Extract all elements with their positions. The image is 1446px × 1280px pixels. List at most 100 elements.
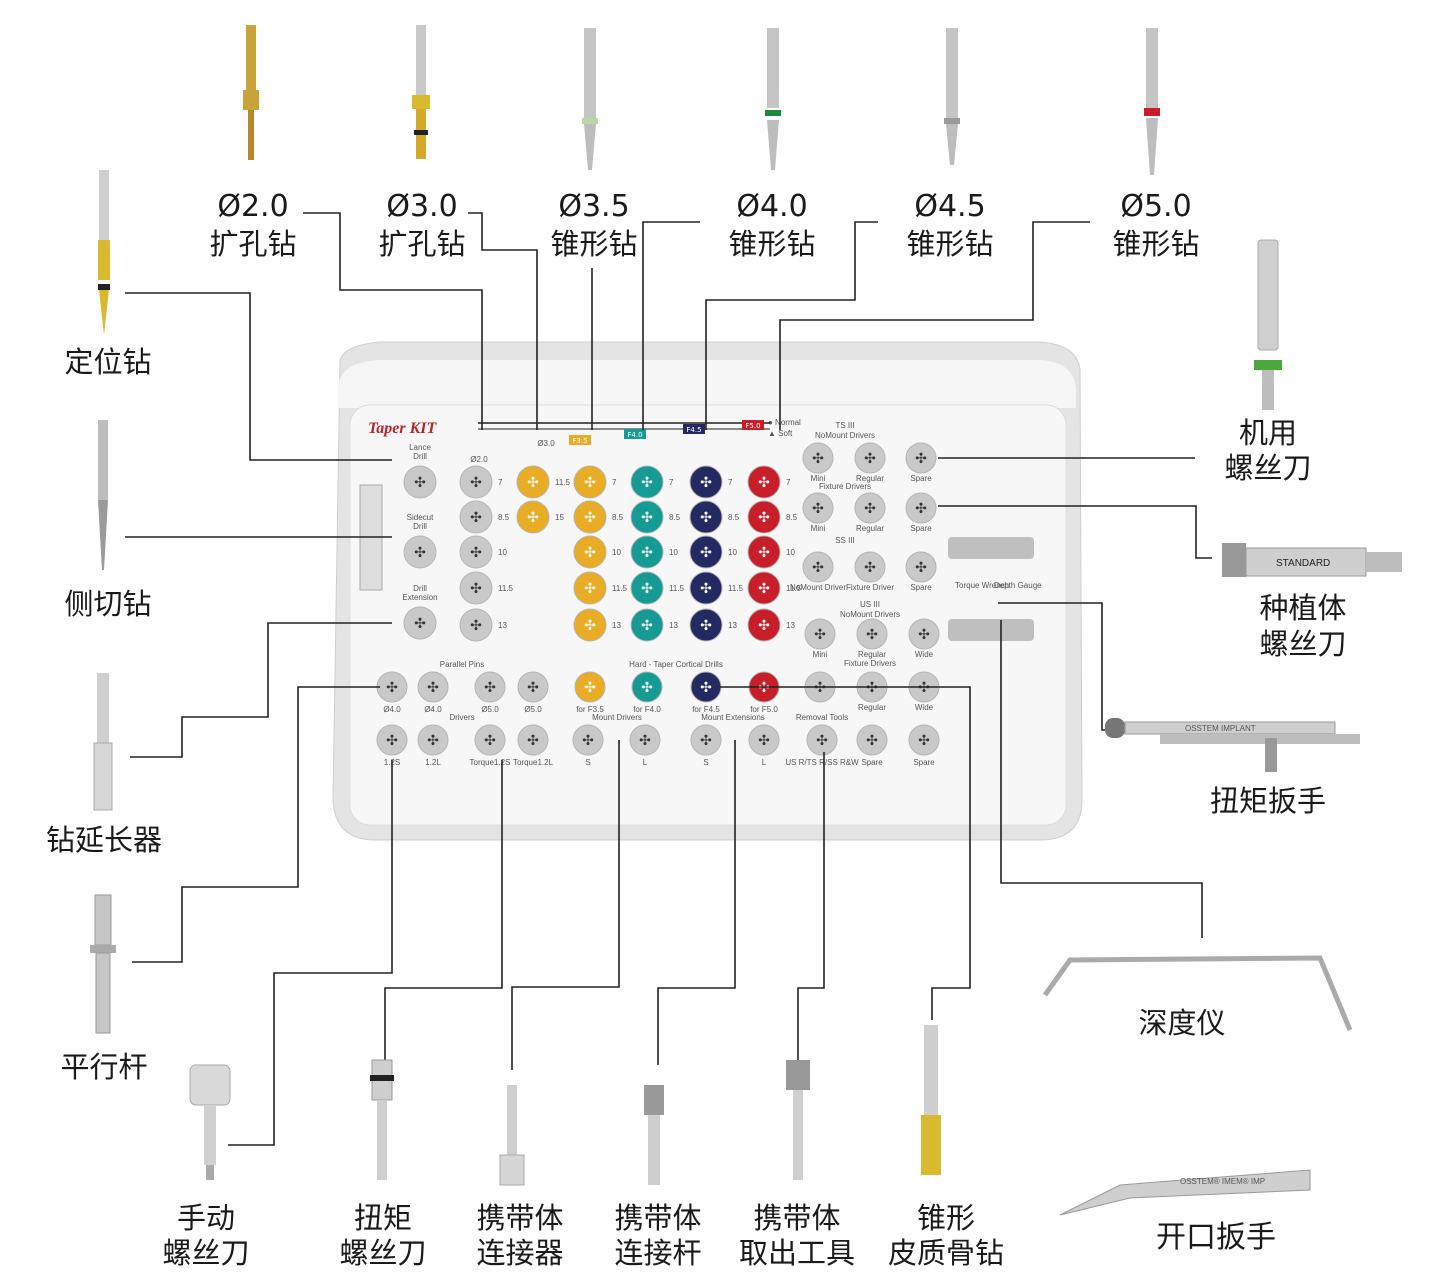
hand-driver-icon xyxy=(189,1064,231,1180)
mount-driver-label-0: S xyxy=(585,758,590,767)
left-slot-label-a-1: Sidecut xyxy=(407,513,434,522)
slot-c2-r0 xyxy=(573,465,607,499)
driver-label-1: 1.2L xyxy=(425,758,441,767)
drill-3-0-icon xyxy=(412,25,430,159)
cortical-2-mark: ✣ xyxy=(700,680,712,696)
drill-label-name-2: 锥形钻 xyxy=(550,227,637,261)
mount-ext-1 xyxy=(748,724,780,756)
len-c0-r4: 13 xyxy=(498,621,507,630)
len-c4-r3: 11.5 xyxy=(728,584,744,593)
slot-c0-r1 xyxy=(459,500,493,534)
sidecut-drill-icon xyxy=(98,420,108,570)
slot-c0-r3 xyxy=(459,571,493,605)
slot-c5-r3-mark: ✣ xyxy=(758,581,770,597)
ts-row1-1 xyxy=(854,442,886,474)
len-c3-r1: 8.5 xyxy=(669,513,681,522)
len-c2-r4: 13 xyxy=(612,621,621,630)
mount-ext-0-mark: ✣ xyxy=(700,733,712,749)
us-row1-2-mark: ✣ xyxy=(918,627,930,643)
drill-3-5-icon xyxy=(582,28,598,170)
ts-nomount-header: NoMount Drivers xyxy=(815,431,875,440)
driver-label-2: Torque1.2S xyxy=(470,758,511,767)
parallel-pin-label: 平行杆 xyxy=(60,1050,147,1084)
connector-lines xyxy=(125,212,1212,1146)
cortical-label-0: for F3.5 xyxy=(576,705,604,714)
us-row1-1 xyxy=(856,618,888,650)
slot-c4-r2 xyxy=(689,535,723,569)
left-slot-2 xyxy=(403,606,437,640)
cortical-label-2: for F4.5 xyxy=(692,705,720,714)
ss-row-1 xyxy=(854,551,886,583)
len-c0-r1: 8.5 xyxy=(498,513,510,522)
machine-driver-icon xyxy=(1254,239,1282,410)
cortical-0-mark: ✣ xyxy=(584,680,596,696)
us-row2-1-mark: ✣ xyxy=(866,680,878,696)
removal-tool-icon xyxy=(786,1060,810,1180)
cortical-1-mark: ✣ xyxy=(641,680,653,696)
tray-title: Taper KIT xyxy=(368,420,438,437)
ts-header: TS III xyxy=(835,421,854,430)
slot-c0-r2-mark: ✣ xyxy=(470,545,482,561)
instrument-images: STANDARD OSSTEM IMPLANT OSSTEM® IMEM® IM… xyxy=(90,25,1402,1216)
slot-c0-r1-mark: ✣ xyxy=(470,510,482,526)
us-row2-label-2: Wide xyxy=(915,703,934,712)
pin-1-mark: ✣ xyxy=(427,680,439,696)
drill-label-name-0: 扩孔钻 xyxy=(209,227,296,261)
driver-1 xyxy=(417,724,449,756)
mount-driver-0 xyxy=(572,724,604,756)
mount-ext-label-0: S xyxy=(703,758,708,767)
us-header: US III xyxy=(860,600,880,609)
slot-c4-r0 xyxy=(689,465,723,499)
slot-c4-r3 xyxy=(689,571,723,605)
slot-c4-r0-mark: ✣ xyxy=(700,475,712,491)
removal-0-mark: ✣ xyxy=(816,733,828,749)
us-row2-2-mark: ✣ xyxy=(918,680,930,696)
slot-c2-r4 xyxy=(573,608,607,642)
wrench-holders: Torque Wrench Depth Gauge xyxy=(948,537,1042,641)
torque-wrench-brand: OSSTEM IMPLANT xyxy=(1185,724,1256,733)
len-c4-r0: 7 xyxy=(728,478,733,487)
ss-row-label-0: NoMount Driver xyxy=(790,583,846,592)
slot-c5-r2 xyxy=(747,535,781,569)
pin-3-mark: ✣ xyxy=(527,680,539,696)
open-wrench-label: 开口扳手 xyxy=(1156,1220,1276,1255)
drill-4-5-icon xyxy=(944,28,960,165)
slot-c4-r1-mark: ✣ xyxy=(700,510,712,526)
machine-driver-label-1: 机用 xyxy=(1239,416,1297,450)
slot-c3-r3 xyxy=(630,571,664,605)
ts-row1-label-0: Mini xyxy=(811,474,826,483)
col-head-3-0: Ø3.0 xyxy=(537,439,555,448)
fixture-driver-label-2: 螺丝刀 xyxy=(1259,627,1346,661)
pin-label-3: Ø5.0 xyxy=(524,705,542,714)
us-row1-label-2: Wide xyxy=(915,650,934,659)
col-tag-text-1: F4.0 xyxy=(627,431,642,439)
us-row1-0 xyxy=(804,618,836,650)
slot-c5-r4-mark: ✣ xyxy=(758,618,770,634)
us-fixture-header: Fixture Drivers xyxy=(844,659,896,668)
driver-label-3: Torque1.2L xyxy=(513,758,554,767)
mount-connector-label-1: 携带体 xyxy=(476,1201,563,1235)
hand-driver-label-2: 螺丝刀 xyxy=(162,1236,249,1270)
len-c5-r4: 13 xyxy=(786,621,795,630)
ss-row-2-mark: ✣ xyxy=(915,560,927,576)
cortical-header: Hard - Taper Cortical Drills xyxy=(629,660,723,669)
removal-label-1: Spare xyxy=(861,758,883,767)
drill-extension-icon xyxy=(93,673,113,811)
mount-driver-0-mark: ✣ xyxy=(582,733,594,749)
open-wrench-brand: OSSTEM® IMEM® IMP xyxy=(1180,1177,1265,1186)
ss-row-0 xyxy=(802,551,834,583)
lance-drill-icon xyxy=(98,170,110,335)
len-c2-r3: 11.5 xyxy=(612,584,628,593)
torque-wrench-icon: OSSTEM IMPLANT xyxy=(1105,718,1360,772)
pin-0-mark: ✣ xyxy=(386,680,398,696)
len-c5-r1: 8.5 xyxy=(786,513,798,522)
mount-connector-label-2: 连接器 xyxy=(476,1236,563,1270)
slot-c4-r3-mark: ✣ xyxy=(700,581,712,597)
slot-c5-r1 xyxy=(747,500,781,534)
mount-ext-1-mark: ✣ xyxy=(758,733,770,749)
open-wrench-icon: OSSTEM® IMEM® IMP xyxy=(1059,1169,1311,1216)
left-slot-0-mark: ✣ xyxy=(414,475,426,491)
